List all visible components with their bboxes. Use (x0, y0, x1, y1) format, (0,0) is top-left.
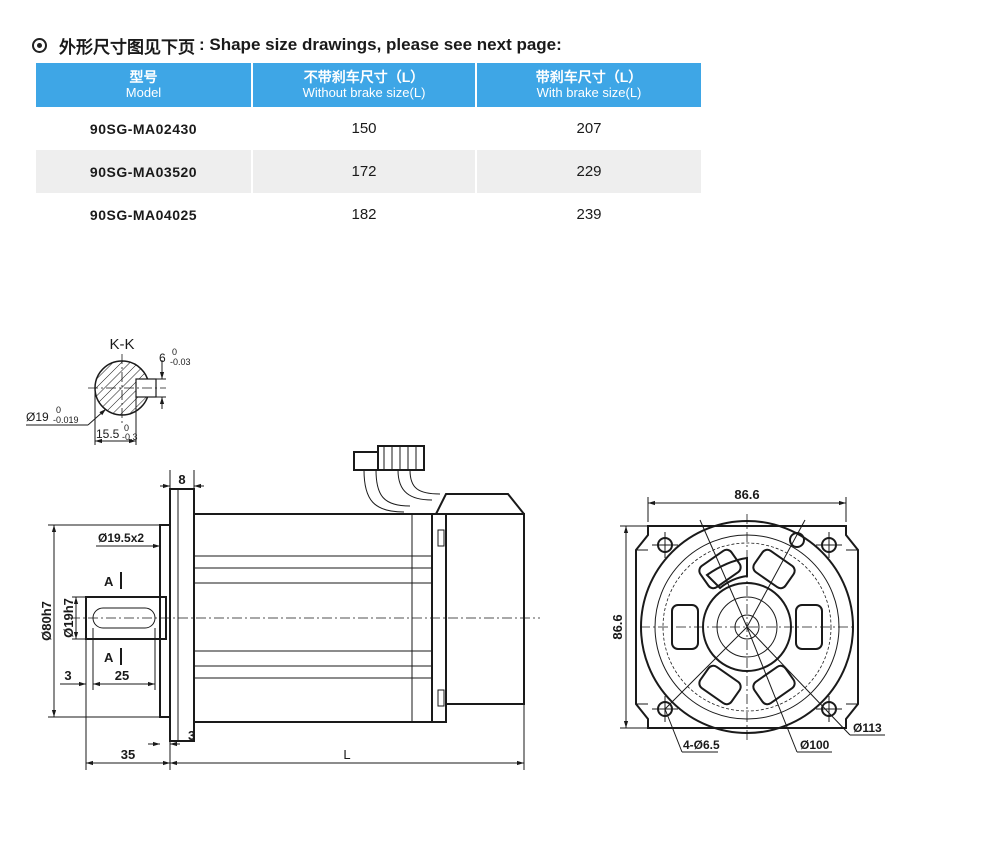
front-view: 86.6 86.6 (610, 487, 885, 753)
shaft-dia-tol-upper: 0 (56, 405, 61, 415)
section-view: K-K 6 0 -0.03 Ø19 0 -0.019 15.5 0 -0.3 (26, 336, 191, 445)
key-length-value: 25 (115, 668, 129, 683)
key-width-tol-upper: 0 (172, 347, 177, 357)
key-depth-tol-lower: -0.3 (122, 432, 138, 442)
without-brake-cell: 182 (251, 193, 476, 236)
table-header-row: 型号 Model 不带刹车尺寸（L） Without brake size(L)… (36, 63, 701, 107)
side-view: 8 Ø80h7 Ø19h7 Ø19.5x2 A A 3 25 3 (39, 445, 540, 770)
shaft-length-value: 35 (121, 747, 135, 762)
front-width-value: 86.6 (734, 487, 759, 502)
key-depth-tol-upper: 0 (124, 423, 129, 433)
encoder-connector (377, 445, 425, 471)
ventilation-windows (671, 548, 823, 706)
body-length-value: L (343, 747, 350, 762)
target-bullet-icon (32, 37, 47, 53)
step-value: 3 (188, 728, 195, 743)
section-title-zh: 外形尺寸图见下页 (59, 37, 195, 57)
table-row: 90SG-MA04025 182 239 (36, 193, 701, 236)
dimension-drawing: K-K 6 0 -0.03 Ø19 0 -0.019 15.5 0 -0.3 (26, 336, 885, 770)
flange-thickness-value: 8 (178, 472, 185, 487)
pcd-circle (662, 542, 832, 712)
section-title-en: : Shape size drawings, please see next p… (199, 35, 562, 54)
model-cell: 90SG-MA04025 (89, 206, 198, 223)
with-brake-cell: 229 (475, 150, 701, 193)
spigot-dia-value: Ø80h7 (39, 601, 54, 641)
column-header-without-brake: 不带刹车尺寸（L） Without brake size(L) (251, 63, 476, 107)
encoder-cover (445, 513, 525, 705)
key-width-value: 6 (159, 351, 166, 365)
shaft-dia-value: Ø19 (26, 410, 49, 424)
with-brake-cell: 239 (475, 193, 701, 236)
power-connector (353, 451, 379, 471)
front-height-value: 86.6 (610, 614, 625, 639)
shaft-dia-tol-lower: -0.019 (53, 415, 79, 425)
with-brake-cell: 207 (475, 107, 701, 150)
key-offset-value: 3 (64, 668, 71, 683)
holes-value: 4-Ø6.5 (683, 738, 720, 752)
without-brake-cell: 150 (251, 107, 476, 150)
section-mark-bottom: A (104, 650, 114, 665)
without-brake-cell: 172 (251, 150, 476, 193)
model-cell: 90SG-MA03520 (36, 150, 252, 193)
flange-outline (169, 488, 195, 742)
key-spec-value: Ø19.5x2 (98, 531, 144, 545)
table-row: 90SG-MA03520 172 229 (36, 150, 701, 193)
table-row: 90SG-MA02430 150 207 (36, 107, 701, 150)
section-mark-top: A (104, 574, 114, 589)
section-title: 外形尺寸图见下页 : Shape size drawings, please s… (32, 32, 562, 58)
size-table: 型号 Model 不带刹车尺寸（L） Without brake size(L)… (36, 63, 701, 236)
model-cell: 90SG-MA02430 (89, 120, 198, 137)
column-header-with-brake: 带刹车尺寸（L） With brake size(L) (475, 63, 701, 107)
section-label: K-K (109, 336, 134, 353)
key-depth-value: 15.5 (96, 427, 120, 441)
outer-dia-value: Ø113 (853, 721, 882, 735)
key-width-tol-lower: -0.03 (170, 357, 191, 367)
shaft-dia-value: Ø19h7 (61, 598, 76, 638)
pcd-value: Ø100 (800, 738, 830, 752)
column-header-model: 型号 Model (36, 63, 252, 107)
